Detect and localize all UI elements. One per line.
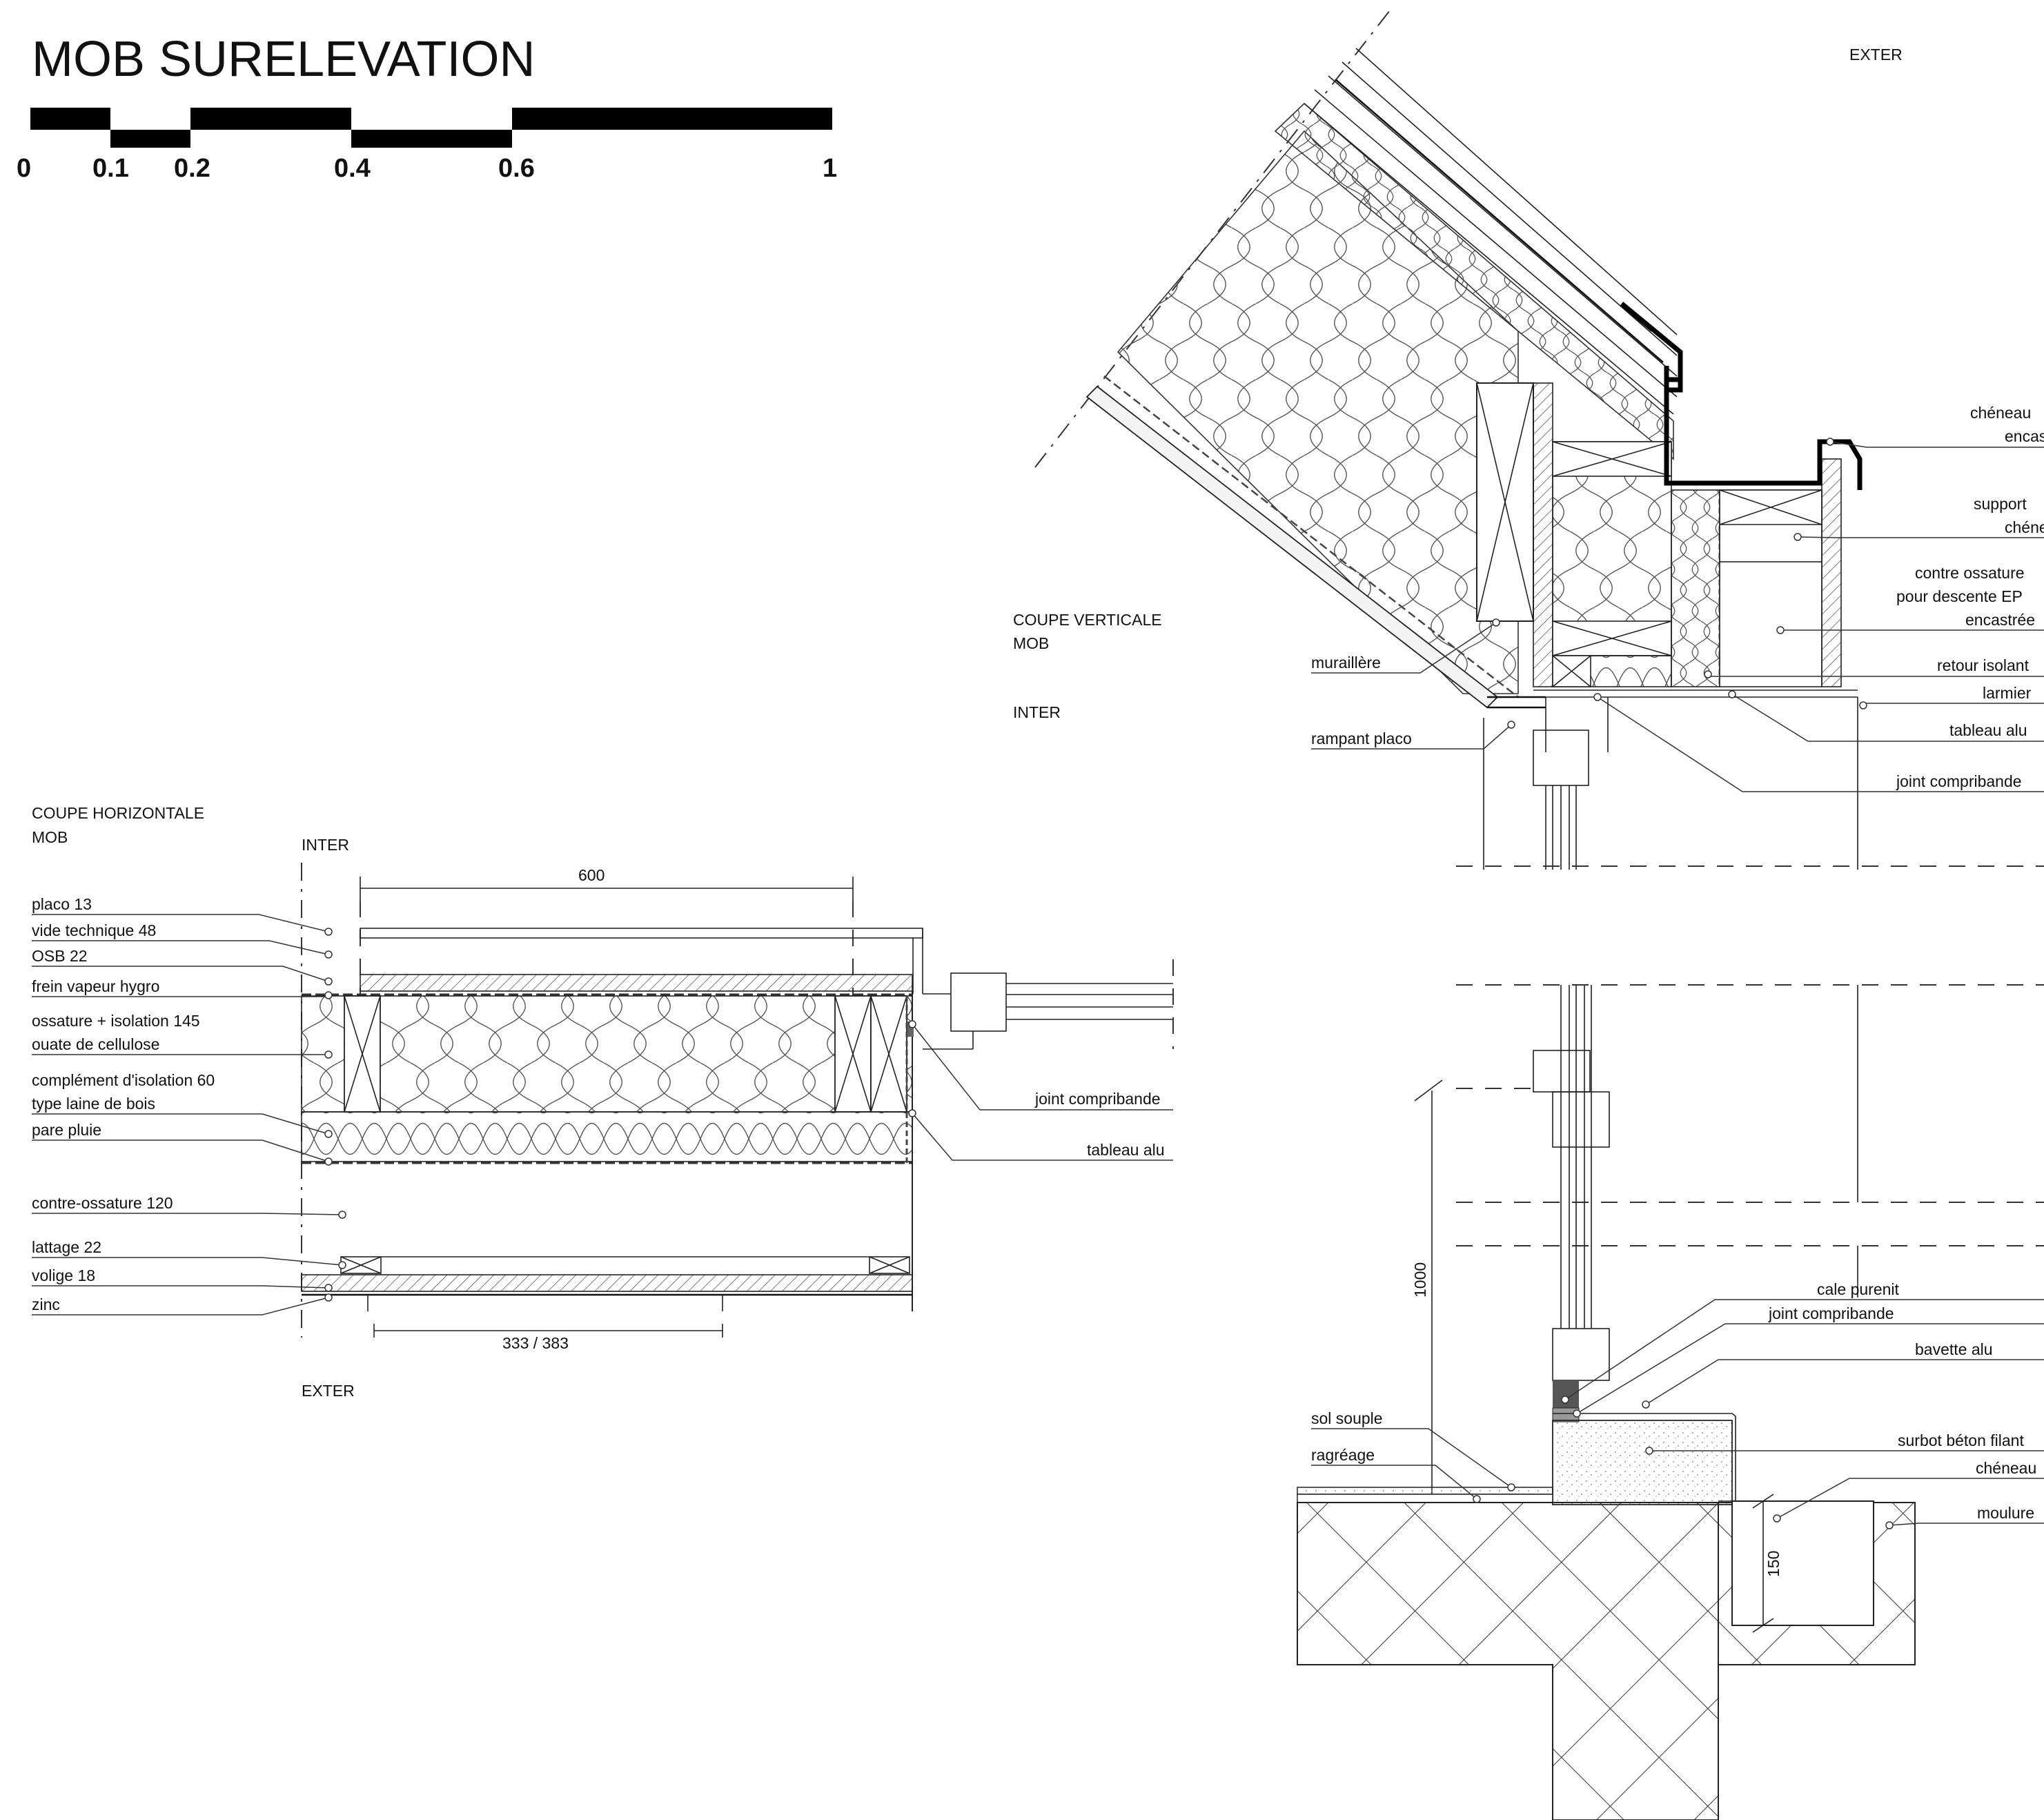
label-contre-ossature-v: contre ossature <box>1915 564 2025 582</box>
scale-tick-label: 0.1 <box>92 154 129 183</box>
scale-tick-label: 1 <box>823 154 837 183</box>
label-joint-compribande-v: joint compribande <box>1896 772 2022 790</box>
exter-label-v: EXTER <box>1849 46 1903 63</box>
label-sol-souple: sol souple <box>1311 1409 1383 1427</box>
label-pare-pluie: pare pluie <box>32 1121 101 1139</box>
inter-label: INTER <box>302 836 349 854</box>
horizontal-left-labels: placo 13 vide technique 48 OSB 22 frein … <box>32 895 346 1315</box>
label-osb: OSB 22 <box>32 947 88 965</box>
label-cheneau-2: chéneau <box>2005 518 2044 536</box>
label-encastre: encastré <box>2005 427 2044 445</box>
base-right-labels: cale purenit joint compribande bavette a… <box>1561 1280 2044 1529</box>
vertical-section-heading: COUPE VERTICALE <box>1013 611 1162 629</box>
label-laine-de-bois: type laine de bois <box>32 1095 155 1113</box>
label-complement-isolation: complément d'isolation 60 <box>32 1071 215 1089</box>
vertical-section-subheading: MOB <box>1013 634 1049 652</box>
label-lattage: lattage 22 <box>32 1238 101 1256</box>
exter-label: EXTER <box>302 1382 355 1400</box>
label-descente-ep: pour descente EP <box>1896 587 2023 605</box>
label-cheneau-1: chéneau <box>1970 404 2031 422</box>
label-rampant-placo: rampant placo <box>1311 730 1412 747</box>
label-joint-compribande-h: joint compribande <box>1034 1090 1161 1108</box>
dimension-1000: 1000 <box>1411 1262 1429 1298</box>
horizontal-right-labels: joint compribande tableau alu <box>908 1020 1173 1161</box>
dimension-333-383: 333 / 383 <box>502 1334 569 1352</box>
label-frein-vapeur: frein vapeur hygro <box>32 977 159 995</box>
label-joint-compribande-b: joint compribande <box>1768 1304 1894 1322</box>
label-surbot-beton: surbot béton filant <box>1898 1431 2024 1449</box>
inter-label-v: INTER <box>1013 703 1061 721</box>
label-contre-ossature: contre-ossature 120 <box>32 1194 173 1212</box>
label-support: support <box>1974 495 2027 513</box>
vertical-right-labels: chéneau encastré support chéneau contre … <box>1593 404 2044 792</box>
label-muraillere: muraillère <box>1311 654 1381 672</box>
label-cheneau-b: chéneau <box>1976 1459 2036 1477</box>
label-ragreage: ragréage <box>1311 1446 1375 1464</box>
label-ouate-cellulose: ouate de cellulose <box>32 1035 159 1053</box>
dimension-600: 600 <box>578 866 605 884</box>
label-vide-technique: vide technique 48 <box>32 921 156 939</box>
label-encastree: encastrée <box>1965 611 2035 629</box>
scale-tick-label: 0.2 <box>174 154 210 183</box>
scale-bar: 0 0.1 0.2 0.4 0.6 1 <box>17 108 837 183</box>
dimension-150: 150 <box>1765 1551 1782 1577</box>
scale-tick-label: 0.4 <box>334 154 371 183</box>
label-tableau-alu-v: tableau alu <box>1949 721 2027 739</box>
horizontal-section-subheading: MOB <box>32 828 68 846</box>
label-ossature-isolation: ossature + isolation 145 <box>32 1012 200 1030</box>
label-retour-isolant: retour isolant <box>1937 656 2030 674</box>
label-bavette-alu: bavette alu <box>1915 1340 1993 1358</box>
label-tableau-alu-h: tableau alu <box>1087 1141 1165 1159</box>
scale-tick-label: 0.6 <box>498 154 535 183</box>
horizontal-section: COUPE HORIZONTALE MOB INTER EXTER 600 <box>32 804 1174 1400</box>
drawing-title: MOB SURELEVATION <box>32 32 535 87</box>
vertical-section: COUPE VERTICALE MOB INTER EXTER <box>1013 6 2044 870</box>
horizontal-section-heading: COUPE HORIZONTALE <box>32 804 204 822</box>
label-zinc: zinc <box>32 1295 60 1313</box>
label-volige: volige 18 <box>32 1266 95 1284</box>
label-cale-purenit: cale purenit <box>1817 1280 1900 1298</box>
scale-tick-label: 0 <box>17 154 31 183</box>
base-section: 1000 150 sol souple ragréage cale pureni… <box>1297 984 2044 1820</box>
label-moulure: moulure <box>1977 1504 2034 1522</box>
label-larmier: larmier <box>1983 684 2032 702</box>
label-placo-13: placo 13 <box>32 895 92 913</box>
